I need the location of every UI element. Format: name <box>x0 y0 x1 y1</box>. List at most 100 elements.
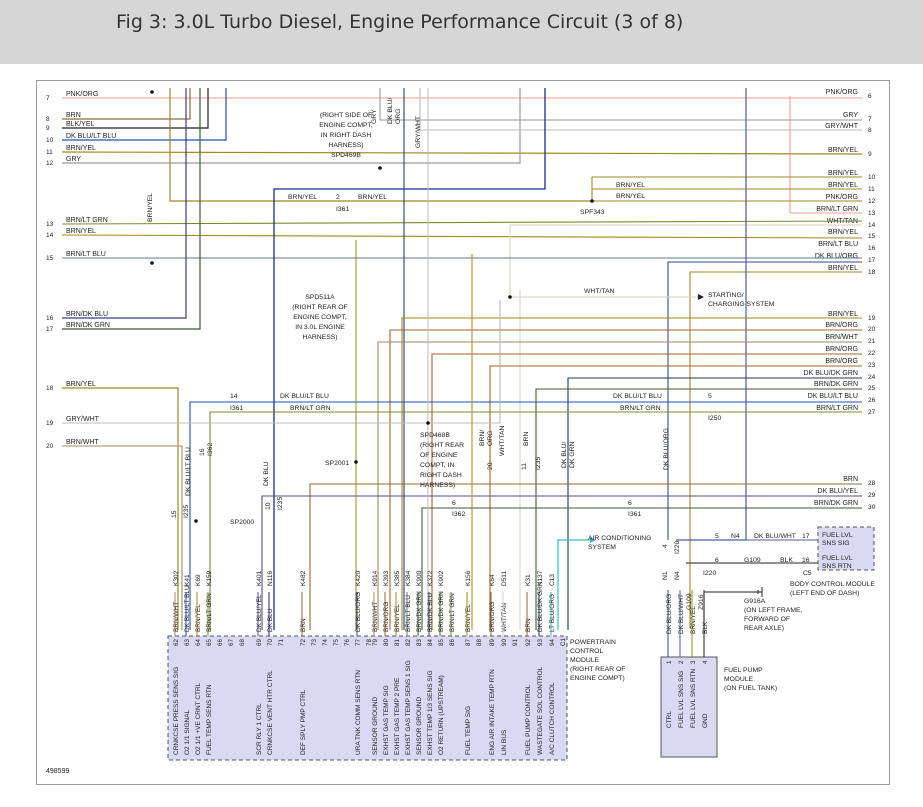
pcm-pin-number: 70 <box>267 639 274 646</box>
left-wire-label: BRN/LT BLU <box>66 251 106 258</box>
pcm-pin-function: SENSOR GROUND <box>416 697 423 755</box>
note-starting-system: STARTING/ <box>708 292 744 299</box>
note-spd468b: RIGHT DASH <box>420 472 462 479</box>
pcm-circuit-id: K31 <box>525 574 532 586</box>
pcm-pin-number: 94 <box>549 639 556 646</box>
note-spd469b: IN RIGHT DASH <box>321 132 372 139</box>
wire-dkblu-loop <box>273 88 546 630</box>
pcm-pin-number: 65 <box>206 639 213 646</box>
left-wire-label: BRN/YEL <box>66 381 96 388</box>
right-wire-label: BRN/YEL <box>828 170 858 177</box>
pcm-pin-number: 68 <box>239 639 246 646</box>
right-wire-number: 17 <box>868 257 876 264</box>
left-wire-number: 16 <box>46 315 54 322</box>
note-g916a: (ON LEFT FRAME, <box>744 607 803 614</box>
wire-brnyel-18 <box>62 387 179 630</box>
figure-header: Fig 3: 3.0L Turbo Diesel, Engine Perform… <box>0 0 923 64</box>
wire-brndkgrn-r30 <box>421 507 862 630</box>
pcm-circuit-id: K420 <box>355 570 362 586</box>
wire-brn-r28 <box>309 483 862 630</box>
pcm-wire-color: BRN/DK BLU <box>427 593 434 632</box>
right-wire-number: 18 <box>868 269 876 276</box>
right-wire-label: BRN/LT GRN <box>816 206 858 213</box>
wire-mid-label: 2 <box>336 194 340 201</box>
document-id: 498599 <box>46 768 69 775</box>
wire-vertical-label: I235 <box>277 497 284 510</box>
pcm-pin-number: 79 <box>372 639 379 646</box>
fuel-pump-pin-number: 3 <box>690 660 697 664</box>
wire-whttan-r14 <box>509 224 862 297</box>
left-wire-number: 15 <box>46 255 54 262</box>
starting-arrow <box>698 294 704 300</box>
pcm-pin-number: 62 <box>173 639 180 646</box>
splice-dot <box>150 90 154 94</box>
pcm-circuit-id: K900 <box>416 570 423 586</box>
wire-mid-label: 6 <box>628 500 632 507</box>
splice-sp2000 <box>194 519 198 523</box>
wire-vertical-label: ORG <box>395 109 402 124</box>
pcm-pin-number: 71 <box>278 639 285 646</box>
note-spd469b: SPD469B <box>331 152 361 159</box>
pcm-pin-function: EXHST TEMP 1/3 SENS SIG <box>427 670 434 755</box>
wire-mid-label: 5 <box>715 533 719 540</box>
wire-brnorg-r22 <box>431 353 862 630</box>
wire-dkbluwht-loop <box>676 88 747 541</box>
wire-brnyel-r18 <box>689 271 862 628</box>
pcm-wire-color: BRN/ORG <box>489 602 496 632</box>
left-wire-label: GRY/WHT <box>66 416 100 423</box>
pcm-pin-number: 88 <box>476 639 483 646</box>
left-wire-number: 20 <box>46 443 54 450</box>
wire-vertical-label: 11 <box>521 463 528 470</box>
pcm-pin-number: 84 <box>427 639 434 646</box>
fuel-pump-wire-color: BLK <box>702 621 709 634</box>
pcm-pin-number: 86 <box>449 639 456 646</box>
wire-mid-label: I361 <box>628 511 641 518</box>
left-wire-label: BLK/YEL <box>66 121 95 128</box>
pcm-circuit-id: K384 <box>405 570 412 586</box>
wire-vertical-label: I235 <box>535 457 542 470</box>
right-wire-label: BRN/DK GRN <box>814 500 858 507</box>
wire-gry-r7 <box>379 88 862 121</box>
ac-arrow <box>590 537 596 543</box>
right-wire-number: 20 <box>868 326 876 333</box>
pcm-wire-color: BRN/LT GRN <box>449 593 456 632</box>
wire-vertical-label: 20 <box>487 462 494 470</box>
pcm-wire-color: BRN/ORG <box>383 602 390 632</box>
splice-spd469b <box>378 166 382 170</box>
pcm-pin-number: C1 <box>560 638 567 646</box>
fuel-pump-pin-number: 4 <box>702 660 709 664</box>
pcm-circuit-id: N116 <box>267 571 274 586</box>
pcm-pin-number: 75 <box>333 639 340 646</box>
left-wire-number: 8 <box>46 116 50 123</box>
note-sp2000: SP2000 <box>230 519 254 526</box>
right-wire-number: 28 <box>868 480 876 487</box>
wire-brnyel-i361 <box>169 88 592 202</box>
right-wire-number: 22 <box>868 350 876 357</box>
wire-vertical-label: BRN/ <box>479 430 486 446</box>
wire-vertical-label: DK BLU/ <box>387 97 394 124</box>
wire-mid-label: DK BLU/WHT <box>754 533 796 540</box>
fuel-pump-pin-function: GND <box>702 713 709 728</box>
figure-title: Fig 3: 3.0L Turbo Diesel, Engine Perform… <box>116 11 684 33</box>
note-spd468b: SPD468B <box>420 432 450 439</box>
pcm-pin-number: 82 <box>405 639 412 646</box>
wire-vertical-label: 16 <box>199 448 206 456</box>
pcm-pin-function: URA TNK COMM SENS RTN <box>355 670 362 755</box>
right-wire-label: PNK/ORG <box>826 89 858 96</box>
pcm-pin-number: 66 <box>217 639 224 646</box>
pcm-pin-function: A/C CLUTCH CONTROL <box>549 682 556 755</box>
splice-dot <box>150 261 154 265</box>
wire-brndkblu-16 <box>62 88 187 319</box>
right-wire-number: 8 <box>868 127 872 134</box>
pcm-circuit-id: K137 <box>537 570 544 586</box>
pcm-circuit-id: K914 <box>372 570 379 586</box>
left-wire-number: 19 <box>46 420 54 427</box>
left-wire-label: PNK/ORG <box>66 91 98 98</box>
pcm-pin-number: 78 <box>366 639 373 646</box>
wire-vertical-label: DK GRN <box>569 441 576 468</box>
pcm-pin-number: 85 <box>438 639 445 646</box>
note-fuel-pump-module: FUEL PUMP <box>724 667 763 674</box>
right-wire-label: BRN/YEL <box>828 147 858 154</box>
wire-vertical-label: BRN/YEL <box>147 193 154 222</box>
bcm-pin-function: SNS RTN <box>822 563 852 570</box>
